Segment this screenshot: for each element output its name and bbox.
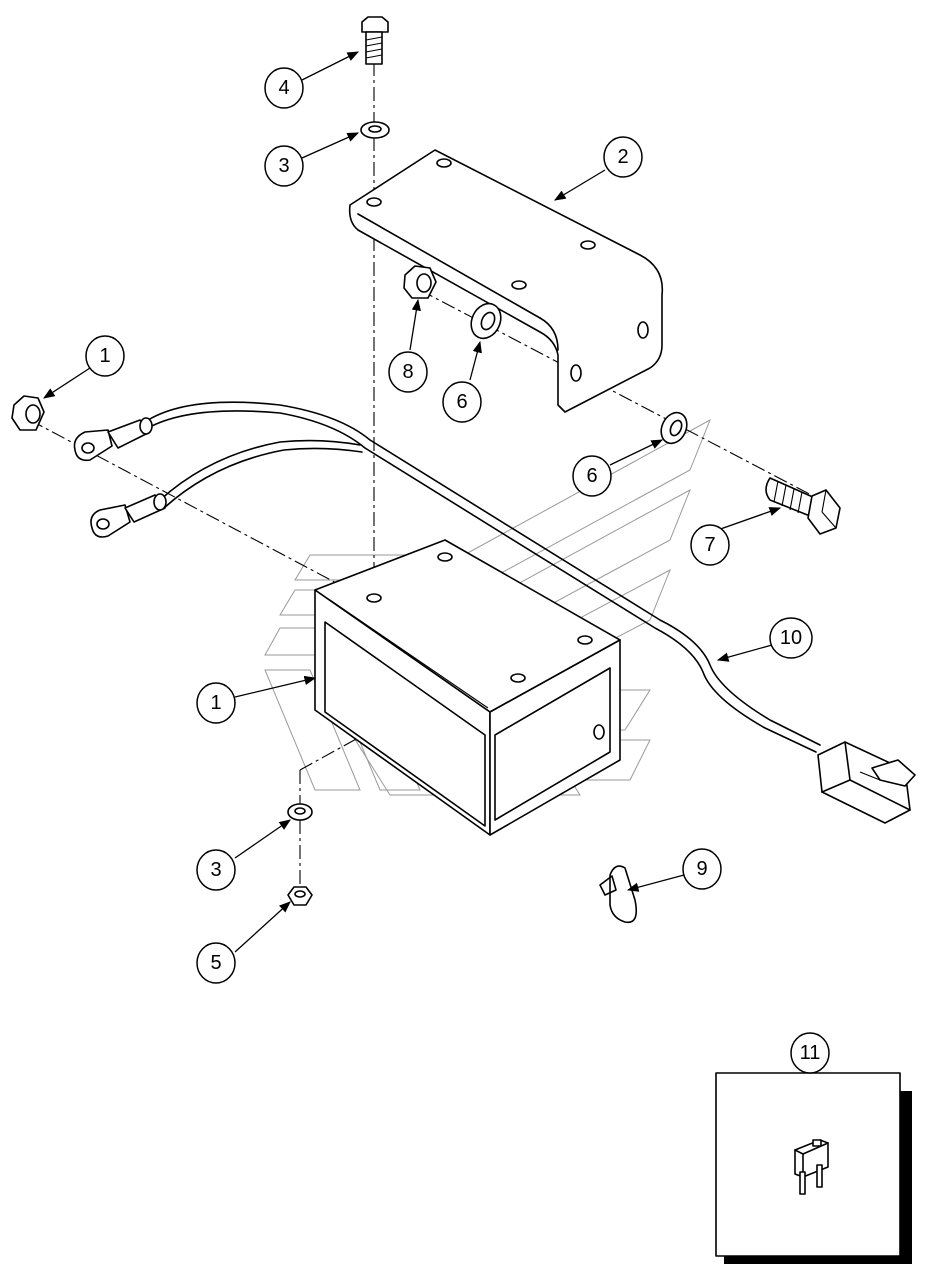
- svg-text:11: 11: [800, 1042, 821, 1064]
- svg-text:4: 4: [278, 77, 289, 99]
- callout-7: 7: [690, 524, 730, 566]
- svg-text:7: 7: [704, 534, 715, 556]
- svg-text:3: 3: [210, 859, 221, 881]
- callout-2: 2: [603, 136, 643, 178]
- svg-text:6: 6: [456, 391, 467, 413]
- washer-6-lower: [660, 411, 688, 445]
- bolt-horizontal: [765, 477, 841, 535]
- svg-text:10: 10: [780, 627, 802, 649]
- hex-nut-1: [11, 395, 45, 431]
- callout-1-housing: 1: [196, 682, 236, 724]
- callout-8: 8: [388, 351, 428, 393]
- callout-10: 10: [769, 617, 813, 659]
- callout-11: 11: [790, 1032, 830, 1074]
- wire-harness: [73, 401, 916, 824]
- callout-6-upper: 6: [442, 381, 482, 423]
- svg-text:6: 6: [586, 465, 597, 487]
- svg-text:8: 8: [402, 361, 413, 383]
- bolt-vertical: [361, 16, 389, 65]
- l-bracket: [348, 149, 664, 413]
- callout-4: 4: [264, 67, 304, 109]
- callout-9: 9: [682, 848, 722, 890]
- washer-6-upper: [470, 302, 502, 340]
- callout-3-top: 3: [264, 145, 304, 187]
- callout-5: 5: [196, 942, 236, 984]
- housing-box: [314, 539, 621, 836]
- wire-clip: [599, 865, 638, 924]
- svg-text:1: 1: [99, 345, 110, 367]
- callout-3-bottom: 3: [196, 849, 236, 891]
- hex-nut-5: [287, 886, 313, 906]
- hex-nut-8: [403, 265, 437, 299]
- svg-text:3: 3: [278, 155, 289, 177]
- svg-text:5: 5: [210, 952, 221, 974]
- callout-6-lower: 6: [572, 455, 612, 497]
- washer-top: [360, 121, 390, 139]
- svg-text:1: 1: [210, 692, 221, 714]
- washer-bottom: [287, 803, 313, 821]
- svg-text:9: 9: [696, 858, 707, 880]
- callout-1-left: 1: [85, 335, 125, 377]
- fuse-inset-panel: [715, 1072, 912, 1264]
- svg-text:2: 2: [617, 146, 628, 168]
- mini-fuse-icon: [794, 1139, 829, 1195]
